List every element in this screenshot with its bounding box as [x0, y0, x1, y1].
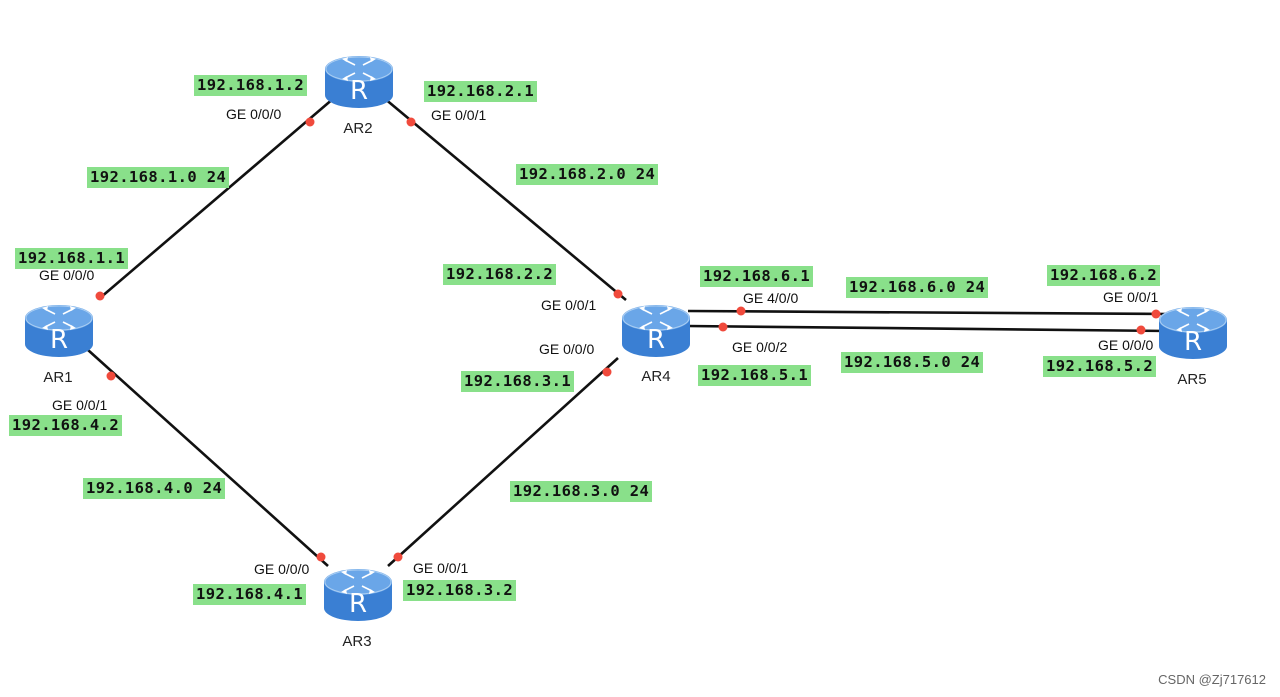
router-glyph: R: [50, 325, 68, 355]
ip-label-ar3-ge000: 192.168.4.1: [193, 584, 307, 605]
router-glyph: R: [350, 76, 368, 106]
router-ar1[interactable]: R: [24, 304, 94, 358]
port-label-ar1-ge000: GE 0/0/0: [39, 267, 94, 283]
router-name-ar4: AR4: [641, 368, 670, 385]
link-ar1-ar2[interactable]: [99, 97, 335, 299]
port-dot-ar4-ge400[interactable]: [736, 306, 746, 316]
router-ar2[interactable]: R: [324, 55, 394, 109]
port-label-ar1-ge001: GE 0/0/1: [52, 397, 107, 413]
network-label-5: 192.168.5.0 24: [841, 352, 984, 373]
router-ar5[interactable]: R: [1158, 306, 1228, 360]
port-label-ar5-ge001: GE 0/0/1: [1103, 289, 1158, 305]
link-ar4-ar5-bottom[interactable]: [687, 324, 1169, 333]
port-dot-ar5-ge000[interactable]: [1136, 325, 1146, 335]
router-name-ar1: AR1: [43, 369, 72, 386]
router-glyph: R: [1184, 327, 1202, 357]
link-ar1-ar3[interactable]: [87, 349, 329, 567]
port-label-ar4-ge002: GE 0/0/2: [732, 339, 787, 355]
network-label-4: 192.168.4.0 24: [83, 478, 226, 499]
ip-label-ar4-ge001: 192.168.2.2: [443, 264, 557, 285]
router-name-ar5: AR5: [1177, 371, 1206, 388]
port-dot-ar4-ge002[interactable]: [718, 322, 728, 332]
ip-label-ar4-ge000: 192.168.3.1: [461, 371, 575, 392]
port-label-ar2-ge000: GE 0/0/0: [226, 106, 281, 122]
port-label-ar5-ge000: GE 0/0/0: [1098, 337, 1153, 353]
ip-label-ar1-ge001: 192.168.4.2: [9, 415, 123, 436]
ip-label-ar5-ge000: 192.168.5.2: [1043, 356, 1157, 377]
port-dot-ar5-ge001[interactable]: [1151, 309, 1161, 319]
port-dot-ar2-ge000[interactable]: [305, 117, 315, 127]
port-label-ar2-ge001: GE 0/0/1: [431, 107, 486, 123]
router-ar3[interactable]: R: [323, 568, 393, 622]
port-dot-ar4-ge000[interactable]: [602, 367, 612, 377]
port-label-ar3-ge001: GE 0/0/1: [413, 560, 468, 576]
ip-label-ar4-ge400: 192.168.6.1: [700, 266, 814, 287]
port-dot-ar3-ge001[interactable]: [393, 552, 403, 562]
link-ar2-ar4[interactable]: [383, 97, 627, 301]
network-label-6: 192.168.6.0 24: [846, 277, 989, 298]
link-ar4-ar5-top[interactable]: [687, 309, 1169, 316]
ip-label-ar2-ge000: 192.168.1.2: [194, 75, 308, 96]
router-glyph: R: [647, 325, 665, 355]
router-glyph: R: [349, 589, 367, 619]
ip-label-ar3-ge001: 192.168.3.2: [403, 580, 517, 601]
port-dot-ar1-ge000[interactable]: [95, 291, 105, 301]
router-name-ar2: AR2: [343, 120, 372, 137]
port-label-ar3-ge000: GE 0/0/0: [254, 561, 309, 577]
router-ar4[interactable]: R: [621, 304, 691, 358]
port-dot-ar3-ge000[interactable]: [316, 552, 326, 562]
router-name-ar3: AR3: [342, 633, 371, 650]
watermark: CSDN @Zj717612: [1158, 672, 1266, 687]
network-label-1: 192.168.1.0 24: [87, 167, 230, 188]
port-dot-ar2-ge001[interactable]: [406, 117, 416, 127]
port-label-ar4-ge001: GE 0/0/1: [541, 297, 596, 313]
network-label-2: 192.168.2.0 24: [516, 164, 659, 185]
ip-label-ar1-ge000: 192.168.1.1: [15, 248, 129, 269]
link-ar3-ar4[interactable]: [387, 357, 619, 567]
port-dot-ar1-ge001[interactable]: [106, 371, 116, 381]
ip-label-ar4-ge002: 192.168.5.1: [698, 365, 812, 386]
network-label-3: 192.168.3.0 24: [510, 481, 653, 502]
ip-label-ar5-ge001: 192.168.6.2: [1047, 265, 1161, 286]
port-dot-ar4-ge001[interactable]: [613, 289, 623, 299]
ip-label-ar2-ge001: 192.168.2.1: [424, 81, 538, 102]
port-label-ar4-ge400: GE 4/0/0: [743, 290, 798, 306]
port-label-ar4-ge000: GE 0/0/0: [539, 341, 594, 357]
